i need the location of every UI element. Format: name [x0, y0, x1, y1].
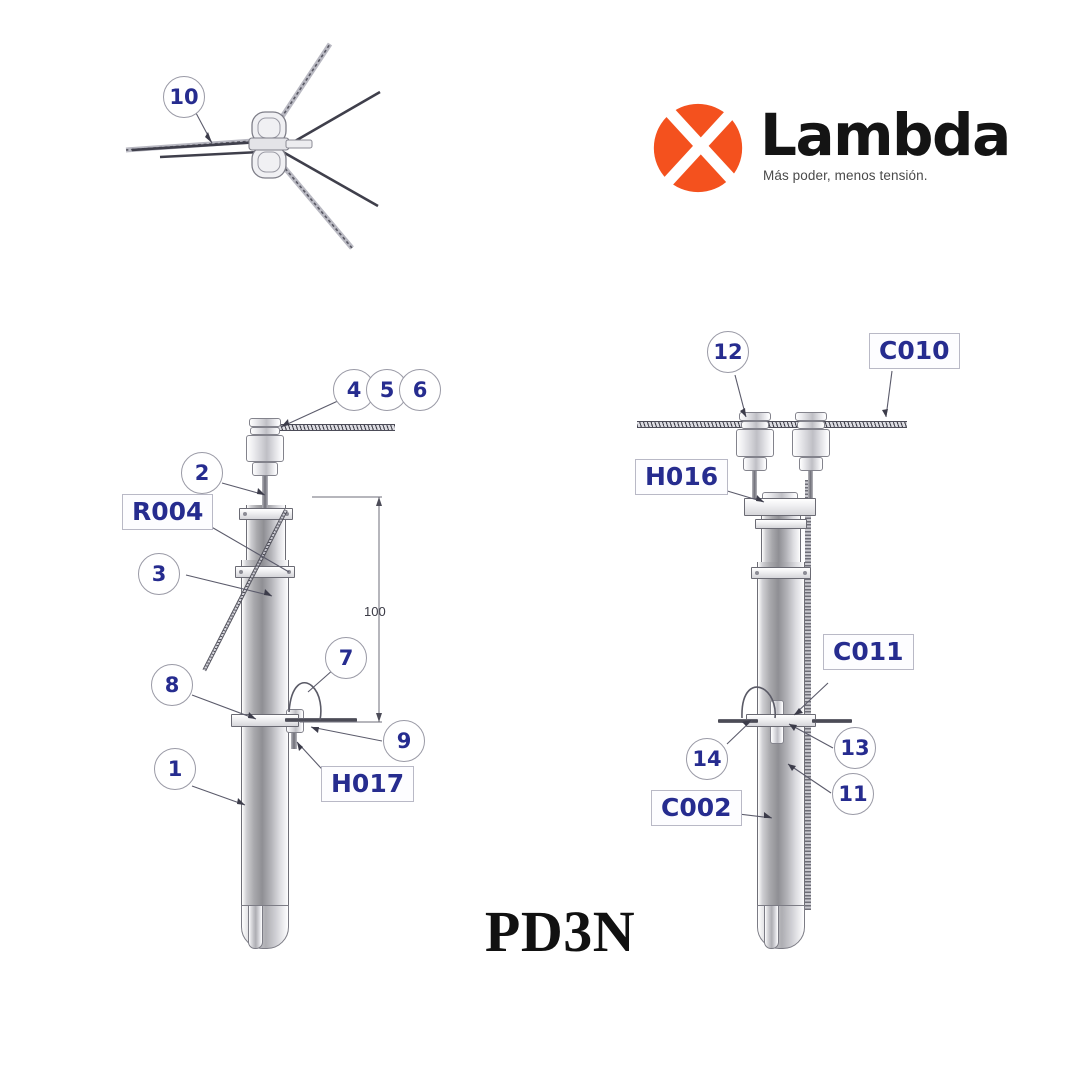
callout-group-456: 4 5 6 — [333, 369, 441, 411]
brand-tagline: Más poder, menos tensión. — [763, 168, 928, 184]
callout-label: 12 — [713, 340, 743, 364]
band-bolt — [287, 570, 291, 574]
clamp-band-upper-right — [755, 519, 807, 529]
callout-balloon-3[interactable]: 3 — [138, 553, 180, 595]
dimension-label-100: 100 — [364, 604, 386, 619]
callout-label: 9 — [396, 729, 412, 753]
top-clamp-nut — [250, 427, 280, 435]
insulator-base-b — [799, 457, 823, 471]
insulator-stud-a — [752, 471, 757, 501]
insulator-body-left — [246, 435, 284, 462]
insulator-stem-left — [262, 476, 268, 510]
conductor-cable-right — [637, 421, 907, 428]
callout-balloon-2[interactable]: 2 — [181, 452, 223, 494]
band-bolt — [243, 512, 247, 516]
band-bolt — [803, 571, 807, 575]
tap-clamp-stud-left — [291, 733, 297, 749]
callout-balloon-1[interactable]: 1 — [154, 748, 196, 790]
callout-balloon-14[interactable]: 14 — [686, 738, 728, 780]
tap-bar-left-side-right-view — [718, 719, 758, 723]
band-bolt — [755, 571, 759, 575]
callout-label: 2 — [194, 461, 210, 485]
callout-label: 3 — [151, 562, 167, 586]
tap-connector-bar-left — [285, 718, 357, 722]
callout-balloon-10[interactable]: 10 — [163, 76, 205, 118]
code-label-c002[interactable]: C002 — [651, 790, 742, 826]
brand-wordmark: Lambda Más poder, menos tensión. — [760, 100, 1011, 187]
conductor-cable-left — [263, 424, 395, 431]
callout-balloon-12[interactable]: 12 — [707, 331, 749, 373]
callout-balloon-9[interactable]: 9 — [383, 720, 425, 762]
callout-label: 4 — [346, 378, 362, 402]
insulator-cap-b — [795, 412, 827, 421]
code-label-h017[interactable]: H017 — [321, 766, 415, 802]
callout-label: 1 — [167, 757, 183, 781]
pole-main-left — [241, 560, 289, 910]
brand-name: Lambda — [760, 100, 1011, 169]
callout-label: 5 — [379, 378, 395, 402]
detail-cables — [125, 42, 381, 250]
top-clamp-saddle — [249, 418, 281, 427]
callout-label: 11 — [838, 782, 868, 806]
insulator-base-a — [743, 457, 767, 471]
ground-wire-right — [805, 480, 811, 910]
clamp-band-lower-left — [235, 566, 295, 578]
insulator-stud-b — [808, 471, 813, 501]
lambda-x-circle-logo-icon — [650, 100, 746, 196]
insulator-body-a — [736, 429, 774, 457]
brand-logo: Lambda Más poder, menos tensión. — [650, 95, 1011, 200]
code-label-c011[interactable]: C011 — [823, 634, 914, 670]
callout-balloon-13[interactable]: 13 — [834, 727, 876, 769]
cross-bracket-right — [744, 498, 816, 516]
code-label-c010[interactable]: C010 — [869, 333, 960, 369]
callout-label: 10 — [169, 85, 199, 109]
insulator-cap-a — [739, 412, 771, 421]
callout-label: 6 — [412, 378, 428, 402]
callout-balloon-8[interactable]: 8 — [151, 664, 193, 706]
insulator-collar-b — [797, 421, 825, 429]
insulator-body-b — [792, 429, 830, 457]
callout-balloon-7[interactable]: 7 — [325, 637, 367, 679]
pole-inner-wall-right — [764, 905, 779, 949]
band-bolt — [239, 570, 243, 574]
callout-label: 7 — [338, 646, 354, 670]
insulator-collar-a — [741, 421, 769, 429]
code-label-r004[interactable]: R004 — [122, 494, 214, 530]
code-label-h016[interactable]: H016 — [635, 459, 729, 495]
callout-balloon-11[interactable]: 11 — [832, 773, 874, 815]
insulator-base-left — [252, 462, 278, 476]
callout-balloon-6[interactable]: 6 — [399, 369, 441, 411]
page-title: PD3N — [484, 899, 636, 964]
callout-label: 14 — [692, 747, 722, 771]
callout-label: 13 — [840, 736, 870, 760]
pole-inner-wall-left — [248, 905, 263, 949]
band-bolt — [285, 512, 289, 516]
clamp-band-lower-right — [751, 567, 811, 579]
tap-bar-right-side-right-view — [812, 719, 852, 723]
callout-label: 8 — [164, 673, 180, 697]
detail-clamp-body — [248, 111, 313, 179]
